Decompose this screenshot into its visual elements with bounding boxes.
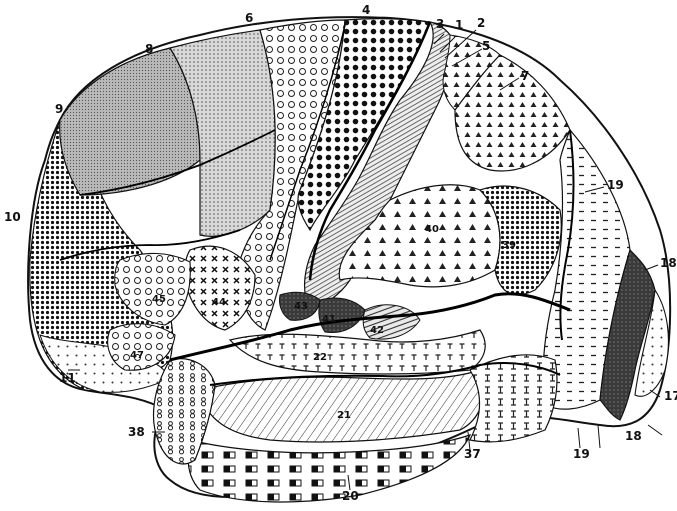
label-area-9: 9 xyxy=(55,102,63,116)
label-area-19-lower: 19 xyxy=(573,447,590,461)
label-area-44: 44 xyxy=(212,297,226,308)
label-area-8: 8 xyxy=(145,42,153,56)
label-area-6: 6 xyxy=(245,11,253,25)
label-area-10: 10 xyxy=(4,210,21,224)
label-area-40: 40 xyxy=(425,224,439,235)
label-area-19-upper: 19 xyxy=(607,178,624,192)
label-area-5: 5 xyxy=(482,39,490,53)
label-area-42: 42 xyxy=(370,325,384,336)
label-area-47: 47 xyxy=(130,350,144,361)
label-area-21: 21 xyxy=(337,410,351,421)
label-area-45: 45 xyxy=(152,294,166,305)
label-area-4: 4 xyxy=(362,3,370,17)
label-area-11: 11 xyxy=(59,371,76,385)
label-area-17: 17 xyxy=(664,389,677,403)
label-area-18-upper: 18 xyxy=(660,256,677,270)
label-area-38: 38 xyxy=(128,425,145,439)
label-area-20: 20 xyxy=(342,489,359,503)
label-area-22: 22 xyxy=(313,352,327,363)
label-area-7: 7 xyxy=(521,69,529,83)
label-area-37: 37 xyxy=(464,447,481,461)
label-area-1: 1 xyxy=(455,18,463,32)
label-area-41: 41 xyxy=(322,314,336,325)
label-area-3: 3 xyxy=(436,17,444,31)
label-area-2: 2 xyxy=(477,16,485,30)
label-area-39: 39 xyxy=(502,240,516,251)
label-area-43: 43 xyxy=(294,301,308,312)
label-area-18-lower: 18 xyxy=(625,429,642,443)
